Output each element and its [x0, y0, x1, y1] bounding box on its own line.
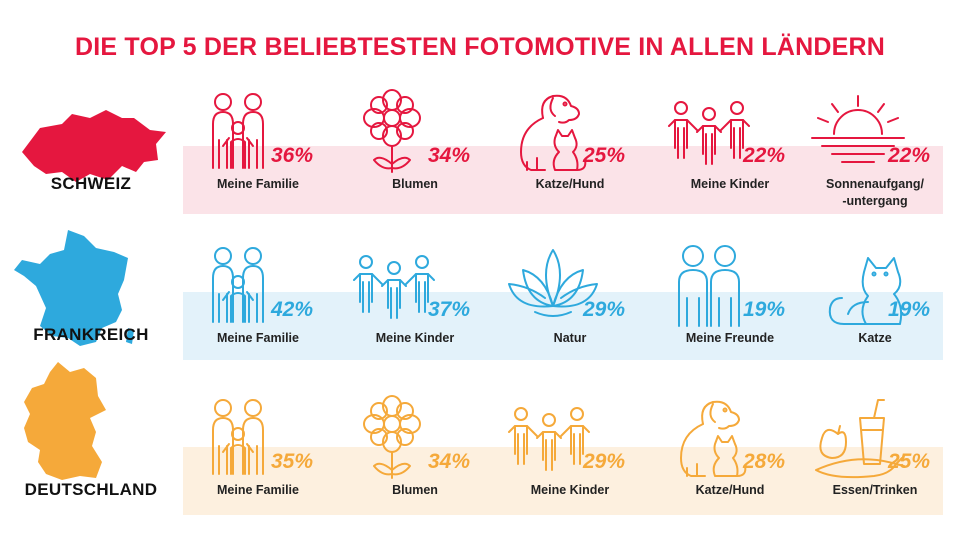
- motif-label: Meine Familie: [217, 331, 299, 345]
- percent-value: 42%: [271, 298, 314, 321]
- percent-value: 36%: [271, 144, 314, 167]
- motif-label: Katze/Hund: [695, 483, 765, 497]
- motif-item: 29% Natur: [495, 240, 645, 370]
- percent-value: 28%: [743, 450, 786, 473]
- motif-label: Sonnenaufgang/ -untergang: [826, 177, 924, 208]
- motif-item: 25% Essen/Trinken: [800, 392, 950, 522]
- motif-label: Blumen: [392, 177, 438, 191]
- children-icon: [508, 407, 590, 471]
- country-name: DEUTSCHLAND: [24, 480, 158, 499]
- row-band: [183, 146, 943, 214]
- motif-item: 34% Blumen: [340, 392, 490, 522]
- motif-item: 36% Meine Familie: [183, 86, 333, 216]
- motif-item: 35% Meine Familie: [183, 392, 333, 522]
- family-icon: [212, 247, 264, 323]
- motif-item: 28% Katze/Hund: [655, 392, 805, 522]
- motif-label: Natur: [553, 331, 587, 345]
- percent-value: 19%: [888, 298, 931, 321]
- percent-value: 35%: [271, 450, 314, 473]
- motif-label: Meine Kinder: [690, 177, 770, 191]
- country-name: SCHWEIZ: [50, 174, 132, 193]
- france-map-icon: [14, 230, 134, 346]
- motif-label: Meine Familie: [217, 483, 299, 497]
- motif-label: Katze: [858, 331, 892, 345]
- percent-value: 19%: [743, 298, 786, 321]
- food-drink-icon: [815, 399, 905, 479]
- percent-value: 25%: [583, 144, 626, 167]
- motif-item: 29% Meine Kinder: [495, 392, 645, 522]
- flower-icon: [363, 395, 421, 479]
- sunset-icon: [811, 95, 905, 163]
- switzerland-map-icon: [22, 110, 166, 182]
- percent-value: 22%: [888, 144, 931, 167]
- children-icon: [353, 255, 435, 319]
- family-icon: [212, 93, 264, 169]
- motif-item: 19% Meine Freunde: [655, 240, 805, 370]
- country-name: FRANKREICH: [33, 325, 149, 344]
- motif-item: 42% Meine Familie: [183, 240, 333, 370]
- cat-dog-icon: [520, 94, 587, 171]
- percent-value: 37%: [428, 298, 471, 321]
- row-band: [183, 447, 943, 515]
- motif-label: Katze/Hund: [535, 177, 605, 191]
- percent-value: 25%: [888, 450, 931, 473]
- motif-label: Meine Familie: [217, 177, 299, 191]
- percent-value: 34%: [428, 450, 471, 473]
- motif-item: 25% Katze/Hund: [495, 86, 645, 216]
- flower-icon: [363, 89, 421, 173]
- motif-label: Meine Kinder: [375, 331, 455, 345]
- motif-item: 34% Blumen: [340, 86, 490, 216]
- percent-value: 29%: [583, 298, 626, 321]
- lotus-icon: [508, 249, 598, 317]
- motif-item: 19% Katze: [800, 240, 950, 370]
- page-title: DIE TOP 5 DER BELIEBTESTEN FOTOMOTIVE IN…: [75, 33, 885, 61]
- motif-label: Essen/Trinken: [832, 483, 918, 497]
- germany-map-icon: [24, 362, 106, 480]
- motif-item: 22% Meine Kinder: [655, 86, 805, 216]
- motif-label: Meine Freunde: [685, 331, 775, 345]
- motif-label: Blumen: [392, 483, 438, 497]
- motif-item: 37% Meine Kinder: [340, 240, 490, 370]
- family-icon: [212, 399, 264, 475]
- cat-icon: [828, 257, 903, 325]
- cat-dog-icon: [680, 400, 747, 477]
- percent-value: 34%: [428, 144, 471, 167]
- percent-value: 22%: [743, 144, 786, 167]
- children-icon: [668, 101, 750, 165]
- percent-value: 29%: [583, 450, 626, 473]
- motif-item: 22% Sonnenaufgang/ -untergang: [800, 86, 950, 216]
- motif-label: Meine Kinder: [530, 483, 610, 497]
- friends-icon: [678, 245, 740, 327]
